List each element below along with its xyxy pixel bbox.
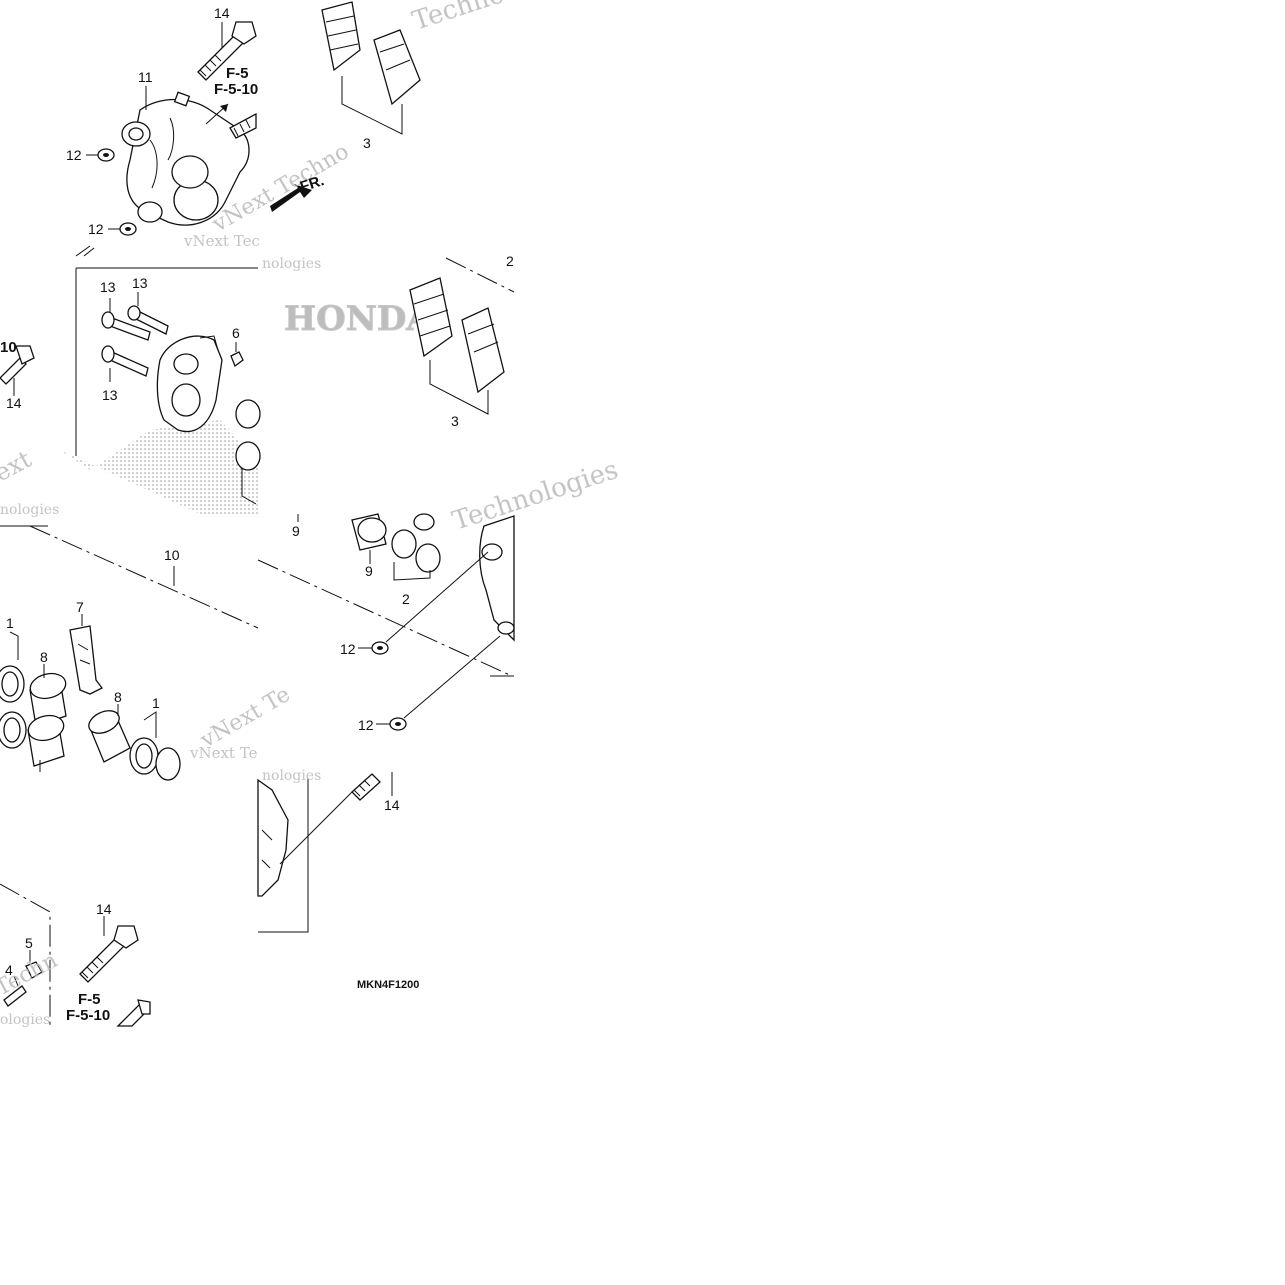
watermarks: Techno vNext Tec vNext Techno nologies n… [0, 0, 622, 1028]
bolt-14-bottom [79, 925, 139, 983]
ref-label-f5: F-5 [78, 991, 101, 1008]
watermark-honda: HONDA [284, 299, 433, 339]
ref-label-f5-10: F-5-10 [66, 1007, 110, 1024]
brake-pad-a [321, 1, 361, 72]
callout-13: 13 [132, 275, 148, 291]
callout-3: 3 [451, 413, 459, 429]
caliper-half-right [479, 515, 515, 642]
bolt-14-right [351, 773, 381, 801]
callout-8: 8 [40, 649, 48, 665]
callout-14: 14 [96, 901, 112, 917]
brake-pad-c [409, 277, 453, 358]
watermark-text: nologies [262, 256, 321, 272]
tile-caliper-bottom [257, 772, 393, 933]
callout-1: 1 [6, 615, 14, 631]
callout-12: 12 [88, 221, 104, 237]
pad-spring-7 [69, 625, 103, 695]
brake-pad-b [373, 29, 421, 106]
callout-14: 14 [214, 5, 230, 21]
tile-pistons [0, 525, 259, 781]
callout-14: 14 [6, 395, 22, 411]
callout-9: 9 [292, 523, 300, 539]
watermark-text: vNext Te [196, 682, 295, 754]
bolt-13-b [127, 305, 169, 335]
callout-10-partial: 10 [0, 339, 17, 356]
stipple-shading [60, 420, 258, 514]
callout-4: 4 [5, 962, 13, 978]
piston-8-c [88, 710, 131, 763]
bolt-13-a [101, 311, 151, 341]
callout-6: 6 [232, 325, 240, 341]
callout-13: 13 [100, 279, 116, 295]
watermark-text: ologies [0, 1012, 50, 1028]
bolt-top-right [229, 112, 257, 139]
caliper-bracket [156, 335, 223, 433]
caliper-half-left [257, 778, 289, 897]
cap-5 [25, 961, 43, 979]
ref-label-f5: F-5 [226, 65, 249, 82]
tile-pads-middle: HONDA [284, 257, 515, 415]
callout-2-partial: 2 [506, 253, 514, 269]
callout-9: 9 [365, 563, 373, 579]
callouts: 14 11 12 12 3 13 13 6 13 10 14 2 3 9 9 2… [0, 5, 514, 978]
callout-11: 11 [138, 69, 153, 85]
watermark-text: vNext Te [189, 744, 258, 762]
callout-13: 13 [102, 387, 118, 403]
piston-8-a [29, 672, 67, 727]
watermark-text: Techno [409, 0, 508, 37]
callout-7: 7 [76, 599, 84, 615]
front-direction-arrow-icon [270, 184, 312, 212]
tile-caliper-right [257, 513, 515, 731]
callout-12: 12 [358, 717, 374, 733]
callout-14: 14 [384, 797, 400, 813]
diagram-code: MKN4F1200 [357, 979, 419, 991]
watermark-text: nologies [262, 768, 321, 784]
callout-8: 8 [114, 689, 122, 705]
watermark-text: Technologies [449, 455, 622, 537]
callout-12: 12 [340, 641, 356, 657]
brake-pad-d [461, 307, 505, 394]
tile-pads-top [321, 1, 421, 135]
caliper-body-top [121, 91, 250, 226]
nut-6 [230, 351, 244, 368]
bleeder-4 [3, 985, 27, 1007]
callout-3: 3 [363, 135, 371, 151]
callout-1: 1 [152, 695, 160, 711]
tile-caliper-top [75, 21, 312, 257]
bolt-14-top [197, 21, 257, 81]
piston-8-b [27, 714, 65, 767]
front-direction-label: FR. [298, 172, 326, 196]
tile-bracket [0, 267, 261, 527]
callout-12: 12 [66, 147, 82, 163]
watermark-text: ext [0, 445, 36, 487]
watermark-text: nologies [0, 502, 59, 518]
tile-bolts-bottom [0, 883, 151, 1027]
piston-9 [351, 513, 387, 551]
callout-5: 5 [25, 935, 33, 951]
callout-10: 10 [164, 547, 180, 563]
watermark-text: vNext Tec [183, 232, 260, 250]
callout-2: 2 [402, 591, 410, 607]
ref-label-f5-10: F-5-10 [214, 81, 258, 98]
bolt-13-c [101, 345, 149, 377]
